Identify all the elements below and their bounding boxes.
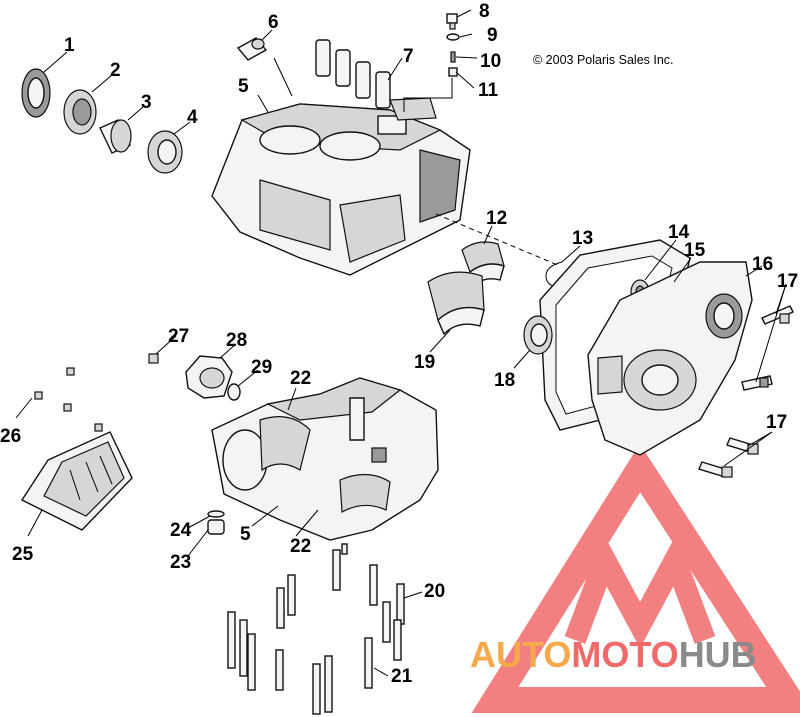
callout-12: 12 bbox=[486, 208, 507, 229]
part-11-plug bbox=[448, 67, 458, 77]
part-2-bearing bbox=[63, 89, 97, 135]
part-5-upper-crankcase bbox=[211, 97, 471, 276]
callout-5-upper: 5 bbox=[238, 76, 249, 97]
callout-21: 21 bbox=[391, 666, 413, 687]
part-25-oil-screen bbox=[20, 431, 133, 531]
callout-5-lower: 5 bbox=[240, 524, 251, 545]
callout-8: 8 bbox=[479, 1, 490, 22]
part-7-pins bbox=[315, 39, 391, 109]
callout-11: 11 bbox=[478, 80, 499, 101]
watermark-wordmark: AUTOMOTOHUB bbox=[470, 634, 757, 675]
part-10-pin bbox=[450, 51, 456, 63]
copyright-notice: © 2003 Polaris Sales Inc. bbox=[533, 53, 674, 67]
callout-6: 6 bbox=[268, 12, 279, 33]
callout-15: 15 bbox=[684, 240, 706, 261]
part-6-dowel bbox=[236, 37, 268, 61]
callout-22-upper: 22 bbox=[290, 368, 311, 389]
watermark-logo bbox=[471, 443, 800, 713]
callout-17-lower: 17 bbox=[766, 412, 787, 433]
part-3-bushing bbox=[99, 119, 132, 154]
callout-29: 29 bbox=[251, 357, 272, 378]
watermark-triangle bbox=[471, 443, 800, 713]
part-5-lower-crankcase bbox=[211, 377, 439, 541]
part-19-bearing-shell bbox=[427, 271, 485, 336]
callout-2: 2 bbox=[110, 60, 121, 81]
callout-16: 16 bbox=[752, 254, 773, 275]
part-8-bolt bbox=[446, 13, 458, 30]
callout-1: 1 bbox=[64, 35, 75, 56]
callout-24: 24 bbox=[170, 520, 192, 541]
callout-22-lower: 22 bbox=[290, 536, 311, 557]
part-27-bolt bbox=[148, 353, 159, 364]
part-24-ring bbox=[207, 510, 225, 518]
callout-23: 23 bbox=[170, 552, 191, 573]
watermark-m-stroke bbox=[564, 533, 716, 649]
callout-labels: 1 2 3 4 5 6 7 8 9 10 11 12 13 14 15 16 1… bbox=[0, 1, 798, 687]
callout-3: 3 bbox=[141, 92, 152, 113]
part-4-bearing bbox=[147, 130, 183, 174]
part-20-21-studs bbox=[227, 543, 405, 715]
part-29-o-ring bbox=[227, 383, 241, 401]
watermark-word-auto: AUTO bbox=[470, 634, 571, 675]
watermark-word-moto: MOTO bbox=[571, 634, 678, 675]
callout-25: 25 bbox=[12, 544, 34, 565]
callout-17-upper: 17 bbox=[777, 271, 798, 292]
part-16-side-cover bbox=[587, 261, 753, 456]
part-1-seal bbox=[21, 68, 51, 118]
callout-20: 20 bbox=[424, 581, 445, 602]
part-18-seal bbox=[523, 315, 553, 355]
callout-13: 13 bbox=[572, 228, 593, 249]
callout-14: 14 bbox=[668, 222, 690, 243]
leader-lines bbox=[15, 9, 787, 677]
part-9-washer bbox=[446, 33, 460, 41]
part-26-bolts bbox=[34, 367, 103, 432]
callout-27: 27 bbox=[168, 326, 189, 347]
callout-28: 28 bbox=[226, 330, 247, 351]
callout-19: 19 bbox=[414, 352, 435, 373]
part-23-plug bbox=[207, 519, 225, 535]
callout-26: 26 bbox=[0, 426, 21, 447]
callout-10: 10 bbox=[480, 51, 501, 72]
part-28-pump bbox=[185, 355, 233, 399]
watermark-word-hub: HUB bbox=[679, 634, 757, 675]
callout-4: 4 bbox=[187, 107, 198, 128]
callout-9: 9 bbox=[487, 25, 498, 46]
callout-18: 18 bbox=[494, 370, 515, 391]
callout-7: 7 bbox=[403, 46, 414, 67]
